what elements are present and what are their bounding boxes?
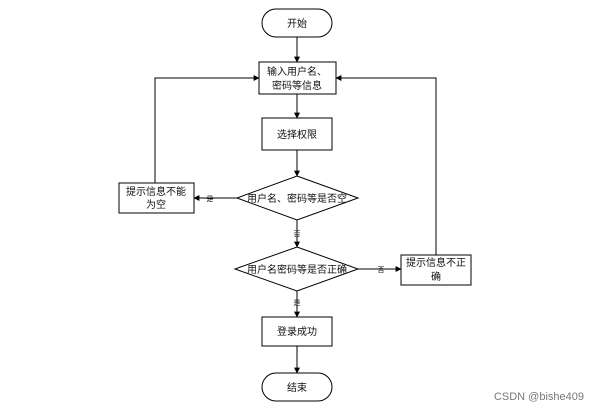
input-process-box — [258, 61, 337, 95]
input-label-line1: 输入用户名、 — [267, 65, 327, 78]
edge-label-empty-no: 否 — [294, 230, 301, 238]
end-terminal — [261, 372, 333, 402]
edge-label-correct-yes: 是 — [294, 299, 301, 307]
edge-label-correct-no: 否 — [378, 266, 385, 274]
input-label-line2: 密码等信息 — [272, 79, 322, 92]
edge-label-empty-yes: 是 — [207, 195, 214, 203]
empty-message-line1: 提示信息不能 — [126, 185, 186, 198]
login-success-label: 登录成功 — [277, 325, 317, 338]
start-terminal — [261, 8, 333, 38]
select-role-box — [261, 117, 333, 151]
watermark-text: CSDN @bishe409 — [494, 391, 584, 403]
edge-wrong-msg-back-to-input — [335, 75, 437, 255]
check-correct-decision — [233, 246, 360, 292]
check-empty-decision — [235, 175, 360, 221]
check-empty-label: 用户名、密码等是否空 — [247, 192, 347, 205]
edge-empty-msg-back-to-input — [154, 75, 260, 183]
wrong-message-line1: 提示信息不正 — [406, 256, 466, 269]
empty-message-line2: 为空 — [146, 198, 166, 211]
wrong-message-box — [400, 254, 472, 286]
check-correct-label: 用户名密码等是否正确 — [247, 263, 347, 276]
empty-message-box — [118, 182, 195, 214]
login-success-box — [261, 316, 333, 347]
start-label: 开始 — [287, 17, 307, 30]
end-label: 结束 — [287, 381, 307, 394]
select-role-label: 选择权限 — [277, 128, 317, 141]
wrong-message-line2: 确 — [431, 270, 441, 283]
